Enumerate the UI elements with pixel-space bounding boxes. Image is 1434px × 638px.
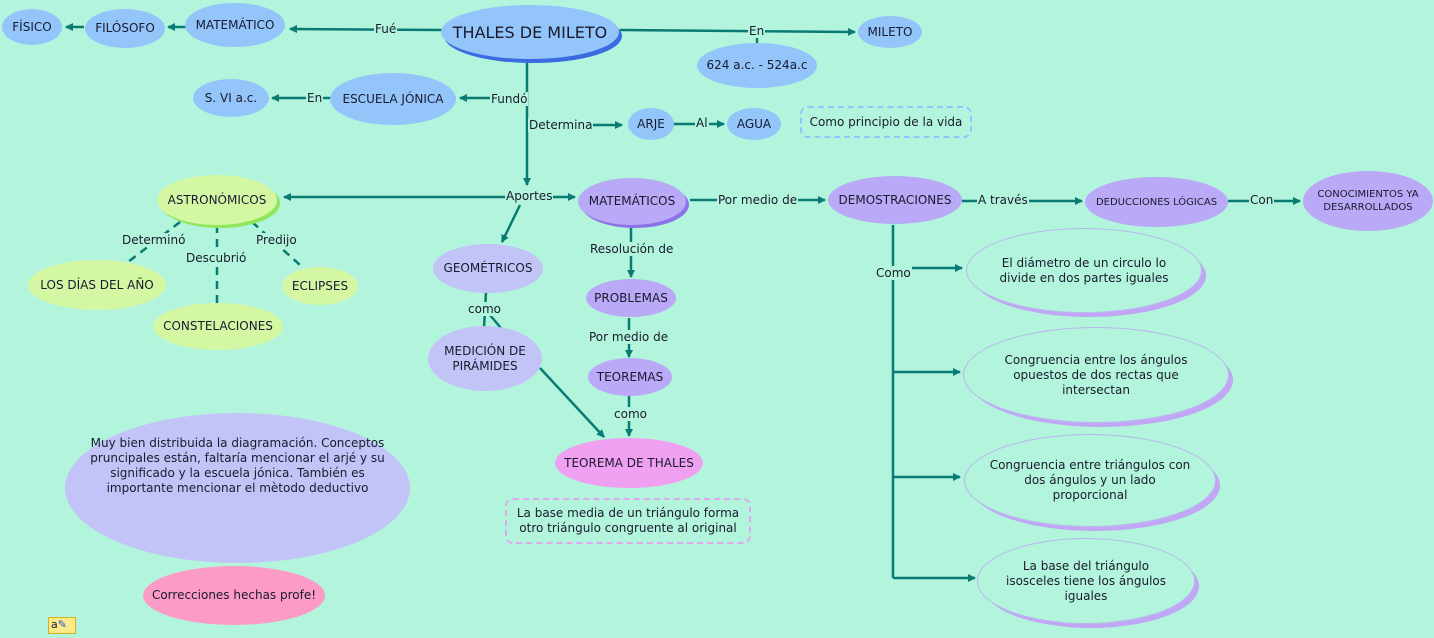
node-astronomicos[interactable]: ASTRONÓMICOS [157, 175, 277, 225]
link-aportes-geo [500, 204, 522, 243]
link-piramides-thales [539, 367, 605, 438]
label-a-traves: A través [977, 193, 1029, 207]
label-por-medio-teoremas: Por medio de [588, 330, 670, 344]
label-como-demos: Como [875, 266, 912, 280]
node-principio-vida[interactable]: Como principio de la vida [800, 106, 972, 138]
label-en-siglo: En [306, 91, 324, 105]
label-al: Al [695, 116, 709, 130]
link-en-mileto [619, 27, 856, 36]
node-deducciones-logicas[interactable]: DEDUCCIONES LÓGICAS [1085, 177, 1228, 227]
node-teoremas[interactable]: TEOREMAS [588, 358, 672, 396]
node-conocimientos[interactable]: CONOCIMIENTOS YA DESARROLLADOS [1303, 171, 1433, 231]
node-geometricos[interactable]: GEOMÉTRICOS [433, 244, 543, 293]
node-base-media[interactable]: La base media de un triángulo forma otro… [505, 498, 751, 544]
node-escuela-jonica[interactable]: ESCUELA JÓNICA [330, 73, 456, 125]
label-determina: Determina [528, 118, 594, 132]
link-fue [289, 25, 443, 34]
node-fisico[interactable]: FÍSICO [2, 9, 62, 45]
node-demostraciones[interactable]: DEMOSTRACIONES [828, 176, 962, 224]
label-como-teorema: como [613, 407, 648, 421]
label-determino: Determinó [121, 233, 187, 247]
label-aportes: Aportes [505, 189, 554, 203]
node-ejemplo-congruencia-triangulos[interactable]: Congruencia entre triángulos con dos áng… [964, 434, 1216, 527]
annotation-note-icon[interactable]: a✎ [48, 617, 76, 634]
node-arje[interactable]: ARJE [628, 108, 674, 140]
feedback-comment[interactable]: Muy bien distribuida la diagramación. Co… [65, 413, 410, 563]
node-matematico[interactable]: MATEMÁTICO [185, 3, 285, 47]
node-siglo[interactable]: S. VI a.c. [193, 79, 269, 117]
node-filosofo[interactable]: FILÓSOFO [85, 9, 165, 48]
annotation-glyph: a [51, 618, 58, 631]
label-fundo: Fundó [490, 92, 529, 106]
node-matematicos[interactable]: MATEMÁTICOS [578, 178, 686, 225]
node-mileto[interactable]: MILETO [858, 16, 922, 48]
label-en-mileto: En [748, 24, 766, 38]
label-fue: Fué [374, 22, 398, 36]
label-con: Con [1249, 193, 1275, 207]
node-eclipses[interactable]: ECLIPSES [282, 267, 358, 305]
node-teorema-de-thales[interactable]: TEOREMA DE THALES [555, 438, 703, 488]
label-descubrio: Descubrió [185, 251, 248, 265]
node-problemas[interactable]: PROBLEMAS [586, 279, 676, 317]
node-thales-de-mileto[interactable]: THALES DE MILETO [441, 5, 619, 59]
label-resolucion: Resolución de [589, 242, 675, 256]
feedback-correction[interactable]: Correcciones hechas profe! [143, 566, 325, 625]
label-como-geo: como [467, 302, 502, 316]
node-fechas[interactable]: 624 a.c. - 524a.c [697, 43, 817, 88]
node-agua[interactable]: AGUA [727, 108, 781, 140]
node-ejemplo-isosceles[interactable]: La base del triángulo isosceles tiene lo… [977, 538, 1195, 624]
node-constelaciones[interactable]: CONSTELACIONES [153, 303, 283, 350]
node-dias-del-ano[interactable]: LOS DÍAS DEL AÑO [28, 260, 166, 310]
label-por-medio-demos: Por medio de [717, 193, 799, 207]
node-ejemplo-angulos-opuestos[interactable]: Congruencia entre los ángulos opuestos d… [963, 327, 1229, 423]
node-medicion-piramides[interactable]: MEDICIÓN DE PIRÁMIDES [428, 326, 542, 391]
node-ejemplo-diametro[interactable]: El diámetro de un circulo lo divide en d… [966, 228, 1202, 313]
label-predijo: Predijo [255, 233, 298, 247]
